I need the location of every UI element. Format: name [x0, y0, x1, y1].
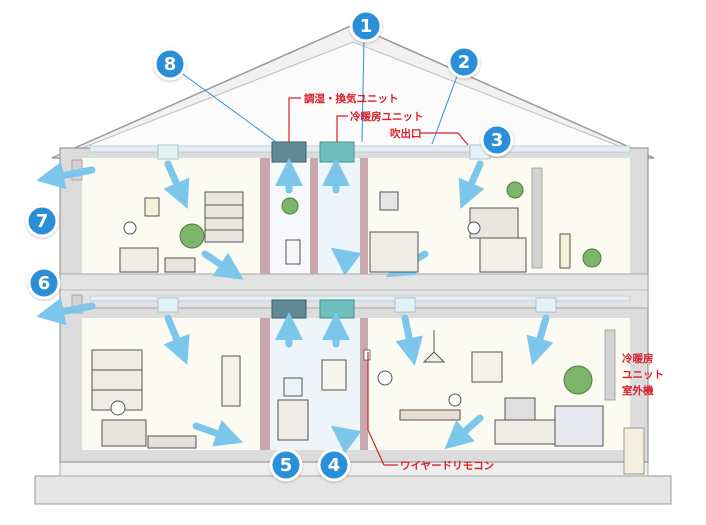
ventilation-unit-lower	[271, 299, 307, 319]
pillar	[310, 158, 318, 274]
label-ac-unit: 冷暖房ユニット	[350, 110, 424, 123]
svg-text:2: 2	[458, 52, 471, 73]
pillar	[360, 318, 368, 450]
marker-7: 7	[25, 204, 59, 238]
ceiling-vent-icon	[157, 144, 557, 313]
pillar	[260, 318, 270, 450]
wired-remote-controller	[363, 349, 371, 361]
downstairs-left-furniture	[91, 349, 241, 449]
svg-text:4: 4	[328, 455, 341, 476]
callout-lines	[288, 97, 469, 466]
label-wired-remote: ワイヤードリモコン	[400, 460, 494, 472]
floor-slab	[59, 461, 649, 477]
floor-duct	[89, 295, 631, 302]
label-outlet: 吹出口	[390, 127, 422, 140]
svg-text:3: 3	[491, 130, 504, 151]
pillar	[260, 158, 270, 274]
svg-text:6: 6	[38, 273, 51, 294]
downstairs-right-furniture	[277, 330, 604, 447]
marker-1: 1	[349, 9, 383, 43]
outdoor-unit	[623, 427, 645, 475]
upstairs-right-furniture	[281, 181, 602, 273]
marker-2: 2	[447, 45, 481, 79]
svg-text:7: 7	[36, 211, 49, 232]
humidify-ventilation-unit	[271, 141, 307, 163]
label-outdoor-line2: ユニット	[622, 369, 664, 381]
marker-3: 3	[480, 123, 514, 157]
label-outdoor-line1: 冷暖房	[622, 352, 654, 365]
label-outdoor-line3: 室外機	[622, 384, 654, 397]
upstairs-left-furniture	[119, 191, 244, 273]
marker-leader-lines	[179, 39, 461, 145]
attic-duct	[89, 145, 631, 153]
ac-unit-lower	[319, 299, 355, 319]
foundation	[34, 475, 672, 505]
marker-6: 6	[27, 266, 61, 300]
ac-unit-upper	[319, 141, 355, 163]
marker-5: 5	[269, 448, 303, 482]
svg-text:8: 8	[164, 54, 177, 75]
svg-text:5: 5	[280, 455, 293, 476]
marker-8: 8	[153, 47, 187, 81]
svg-text:1: 1	[360, 16, 373, 37]
marker-4: 4	[317, 448, 351, 482]
pillar	[360, 158, 368, 274]
label-humidify-ventilation-unit: 調湿・換気ユニット	[304, 92, 399, 105]
